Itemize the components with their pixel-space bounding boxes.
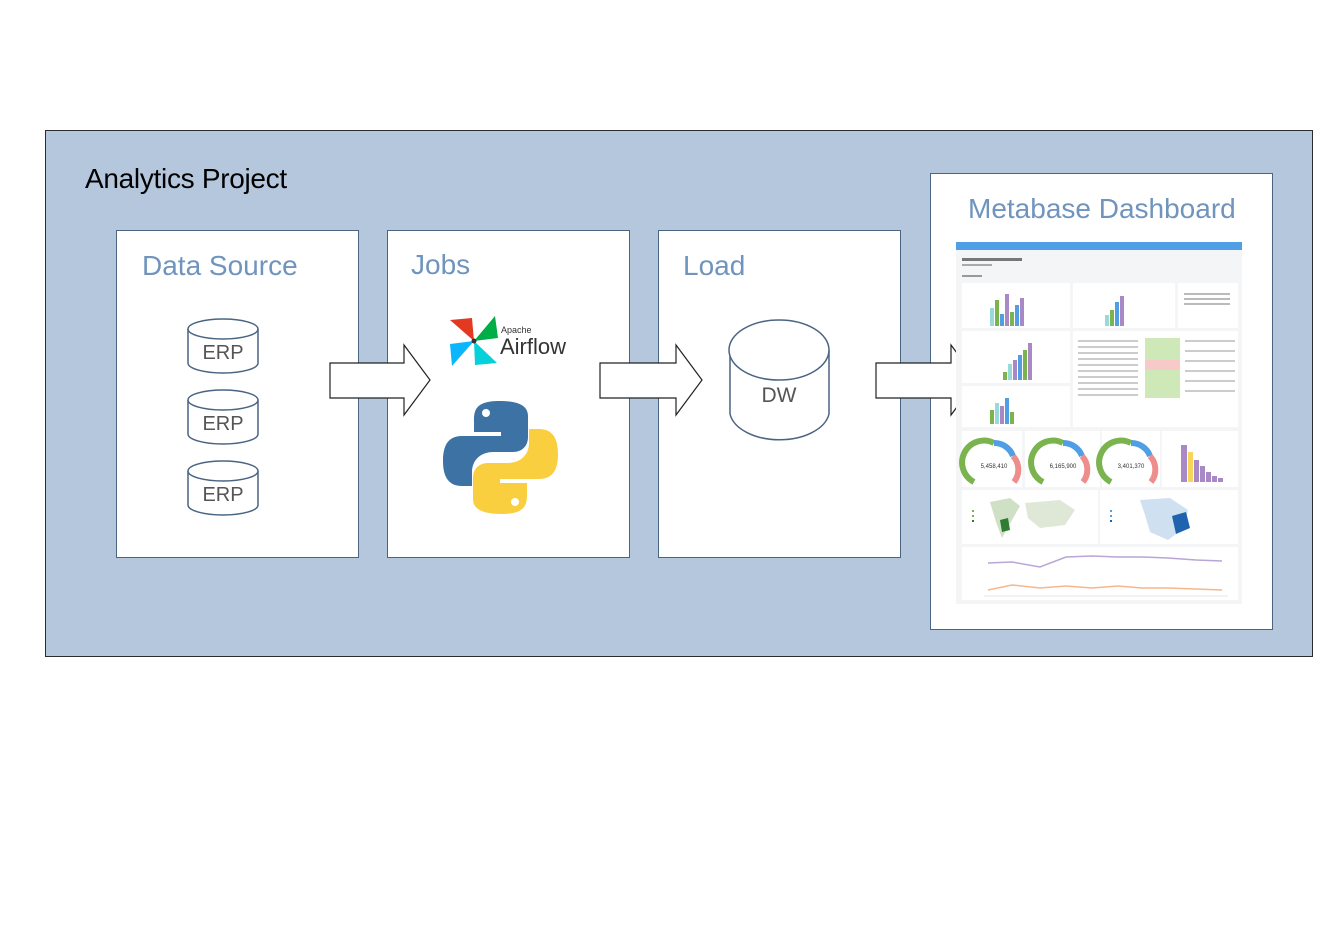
dashboard-thumbnail: 5,458,410 6,165,900 3,401,370 — [956, 242, 1242, 604]
python-icon — [443, 401, 558, 514]
erp-database-icon — [187, 460, 259, 516]
gauge-value: 6,165,900 — [1050, 464, 1077, 470]
flow-arrow — [329, 343, 431, 417]
erp-database-icon — [187, 389, 259, 445]
erp-label: ERP — [202, 342, 243, 364]
gauge-value: 3,401,370 — [1118, 464, 1145, 470]
erp-database-icon — [187, 318, 259, 374]
airflow-icon — [450, 316, 498, 366]
erp-label: ERP — [202, 484, 243, 506]
project-title: Analytics Project — [85, 163, 287, 194]
dashboard-topbar — [956, 242, 1242, 250]
dw-label: DW — [762, 384, 797, 407]
erp-label: ERP — [202, 413, 243, 435]
gauge-value: 5,458,410 — [981, 464, 1008, 470]
load-title: Load — [683, 250, 746, 281]
dw-database-icon — [728, 319, 830, 441]
airflow-label: Airflow — [500, 334, 566, 359]
airflow-apache-label: Apache — [501, 325, 532, 335]
jobs-title: Jobs — [411, 249, 471, 280]
data-source-title: Data Source — [142, 250, 298, 281]
flow-arrow — [599, 343, 703, 417]
dashboard-title: Metabase Dashboard — [968, 193, 1236, 224]
